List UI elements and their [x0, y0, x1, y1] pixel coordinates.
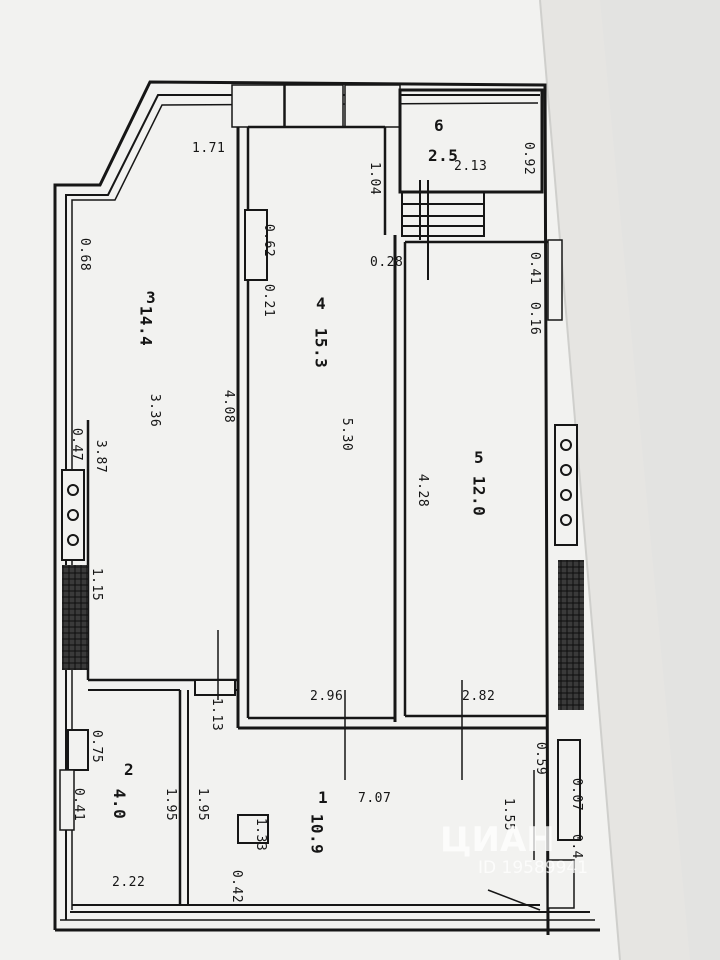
- dim-1: 1.71: [192, 141, 226, 156]
- right-wall-features: [547, 239, 584, 909]
- dim-28: 0.59: [533, 741, 549, 776]
- doors: [194, 209, 269, 844]
- dim-24: 2.13: [454, 159, 488, 174]
- dim-10: 1.95: [163, 787, 179, 822]
- watermark-id: ID 19589941: [478, 858, 589, 878]
- room-4-number: 4: [316, 294, 327, 313]
- dim-6: 0.47: [69, 427, 85, 462]
- paper-sheet: [0, 0, 620, 960]
- dim-19: 2.96: [310, 689, 344, 704]
- paper-sheet-right: [600, 0, 720, 960]
- room-4-area: 15.3: [311, 327, 331, 369]
- room-3-number: 3: [146, 288, 157, 307]
- room-2-area: 4.0: [110, 788, 130, 820]
- dim-11: 1.95: [195, 787, 211, 822]
- room-5-area: 12.0: [469, 475, 489, 517]
- dim-17: 0.21: [261, 283, 277, 318]
- dim-22: 4.28: [415, 473, 431, 508]
- room-6-area: 2.5: [428, 146, 459, 165]
- window-top: [231, 84, 401, 128]
- dim-12: 2.22: [112, 875, 146, 890]
- dim-25: 0.92: [521, 141, 537, 176]
- room-6-number: 6: [434, 116, 445, 135]
- dim-27: 0.16: [527, 301, 543, 336]
- dim-32: 0.4: [568, 834, 584, 859]
- dim-2: 0.68: [77, 237, 93, 272]
- left-wall-features: [59, 469, 89, 831]
- dim-8: 0.75: [89, 729, 105, 764]
- dim-13: 0.42: [229, 869, 245, 904]
- room-1-number: 1: [318, 788, 329, 807]
- stairs-block: [401, 180, 485, 280]
- dimension-lines: [217, 630, 541, 911]
- dim-5: 3.87: [93, 439, 109, 474]
- dim-16: 0.62: [261, 223, 277, 258]
- room-3-area: 14.4: [136, 305, 156, 347]
- dim-26: 0.41: [527, 251, 543, 286]
- room-1-area: 10.9: [307, 813, 327, 855]
- dim-3: 3.36: [147, 393, 163, 428]
- dim-20: 1.04: [367, 161, 383, 196]
- dim-21: 0.28: [370, 255, 404, 270]
- dim-14: 1.33: [253, 817, 269, 852]
- dim-18: 5.30: [339, 417, 355, 452]
- dim-23: 2.82: [462, 689, 496, 704]
- room-5-number: 5: [474, 448, 485, 467]
- room-2-number: 2: [124, 760, 135, 779]
- dim-4: 4.08: [221, 389, 237, 424]
- dim-31: 0.07: [569, 777, 585, 812]
- dim-30: 7.07: [358, 791, 392, 806]
- dim-9: 0.41: [71, 787, 87, 822]
- watermark-logo: ЦИАН: [440, 820, 555, 860]
- dim-7: 1.15: [89, 567, 105, 602]
- dim-15: 1.13: [209, 697, 225, 732]
